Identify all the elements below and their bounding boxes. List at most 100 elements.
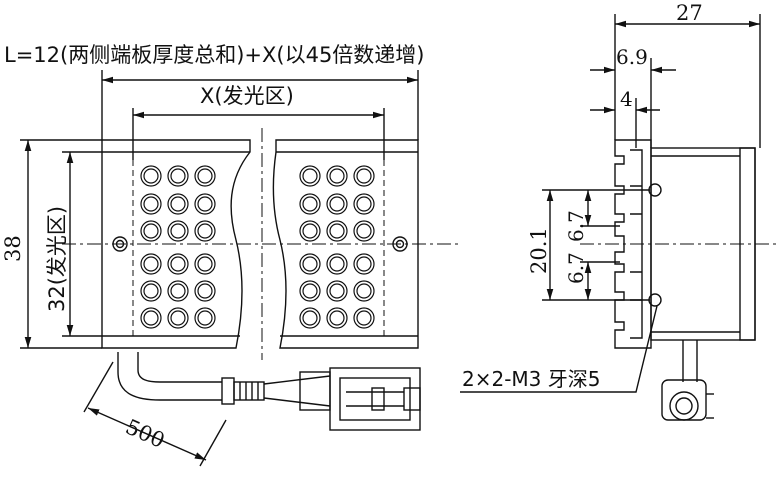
led-icon xyxy=(353,280,375,302)
mount-hole-leader xyxy=(460,305,658,393)
led-icon xyxy=(326,165,348,187)
led-icon xyxy=(140,307,162,329)
led-lens-icon xyxy=(143,168,159,184)
emit-zone-x-label: X(发光区) xyxy=(200,84,294,108)
dim-67a-label: 6.7 xyxy=(564,210,588,242)
led-icon xyxy=(353,253,375,275)
led-lens-icon xyxy=(170,196,186,212)
led-lens-icon xyxy=(197,283,213,299)
right-screw-icon xyxy=(392,236,408,252)
led-icon xyxy=(326,193,348,215)
led-icon xyxy=(140,280,162,302)
led-lens-icon xyxy=(170,256,186,272)
dim-67b-label: 6.7 xyxy=(564,252,588,284)
led-icon xyxy=(353,307,375,329)
led-icon xyxy=(140,220,162,242)
emit-height-label: 32(发光区) xyxy=(45,206,69,312)
left-screw-icon xyxy=(112,236,128,252)
led-icon xyxy=(140,165,162,187)
led-lens-icon xyxy=(197,196,213,212)
led-icon xyxy=(299,280,321,302)
left-housing xyxy=(101,139,251,349)
led-icon xyxy=(167,193,189,215)
led-lens-icon xyxy=(302,256,318,272)
profile-rail xyxy=(614,139,652,349)
led-lens-icon xyxy=(197,168,213,184)
led-lens-icon xyxy=(302,310,318,326)
led-lens-icon xyxy=(329,283,345,299)
front-view xyxy=(20,70,460,467)
led-icon xyxy=(167,220,189,242)
led-icon xyxy=(299,165,321,187)
led-lens-icon xyxy=(356,256,372,272)
side-cable xyxy=(682,340,698,382)
led-icon xyxy=(140,193,162,215)
led-lens-icon xyxy=(356,168,372,184)
width-27-label: 27 xyxy=(676,1,703,25)
cable-length-dimension-line xyxy=(87,407,207,461)
led-lens-icon xyxy=(329,168,345,184)
led-lens-icon xyxy=(143,310,159,326)
side-view xyxy=(460,14,778,421)
led-icon xyxy=(194,253,216,275)
led-lens-icon xyxy=(356,283,372,299)
led-icon xyxy=(326,307,348,329)
side-cable-gland-icon xyxy=(661,379,714,421)
led-icon xyxy=(194,193,216,215)
connector-plug-icon xyxy=(329,367,421,431)
led-lens-icon xyxy=(302,196,318,212)
led-icon xyxy=(299,307,321,329)
cable-length-label: 500 xyxy=(122,415,168,453)
led-grid xyxy=(140,165,375,329)
led-lens-icon xyxy=(302,283,318,299)
cable xyxy=(117,352,222,401)
led-icon xyxy=(326,220,348,242)
led-icon xyxy=(299,253,321,275)
led-icon xyxy=(353,220,375,242)
led-icon xyxy=(167,253,189,275)
led-icon xyxy=(194,165,216,187)
cable-length-extension-a xyxy=(83,361,114,413)
dim-69-label: 6.9 xyxy=(616,45,648,69)
led-lens-icon xyxy=(356,223,372,239)
led-lens-icon xyxy=(197,223,213,239)
led-lens-icon xyxy=(170,283,186,299)
led-lens-icon xyxy=(329,310,345,326)
led-lens-icon xyxy=(356,310,372,326)
dim-4-label: 4 xyxy=(620,87,633,111)
led-icon xyxy=(167,307,189,329)
led-lens-icon xyxy=(143,196,159,212)
cable-strain-relief xyxy=(221,371,331,411)
height-38-label: 38 xyxy=(1,235,25,262)
led-icon xyxy=(353,165,375,187)
led-lens-icon xyxy=(170,223,186,239)
led-lens-icon xyxy=(356,196,372,212)
length-formula-label: L=12(两侧端板厚度总和)+X(以45倍数递增) xyxy=(4,43,425,67)
led-lens-icon xyxy=(302,168,318,184)
led-icon xyxy=(167,165,189,187)
led-lens-icon xyxy=(143,223,159,239)
mount-holes-label: 2×2-M3 牙深5 xyxy=(462,367,601,391)
led-icon xyxy=(299,193,321,215)
led-lens-icon xyxy=(170,310,186,326)
led-icon xyxy=(299,220,321,242)
led-icon xyxy=(167,280,189,302)
led-icon xyxy=(326,280,348,302)
led-lens-icon xyxy=(197,256,213,272)
led-icon xyxy=(194,280,216,302)
led-lens-icon xyxy=(329,256,345,272)
led-lens-icon xyxy=(143,283,159,299)
led-icon xyxy=(140,253,162,275)
led-lens-icon xyxy=(197,310,213,326)
led-icon xyxy=(353,193,375,215)
led-icon xyxy=(326,253,348,275)
led-lens-icon xyxy=(302,223,318,239)
led-lens-icon xyxy=(143,256,159,272)
led-lens-icon xyxy=(170,168,186,184)
led-lens-icon xyxy=(329,223,345,239)
led-lens-icon xyxy=(329,196,345,212)
dim-201-label: 20.1 xyxy=(527,227,551,274)
led-icon xyxy=(194,220,216,242)
led-icon xyxy=(194,307,216,329)
